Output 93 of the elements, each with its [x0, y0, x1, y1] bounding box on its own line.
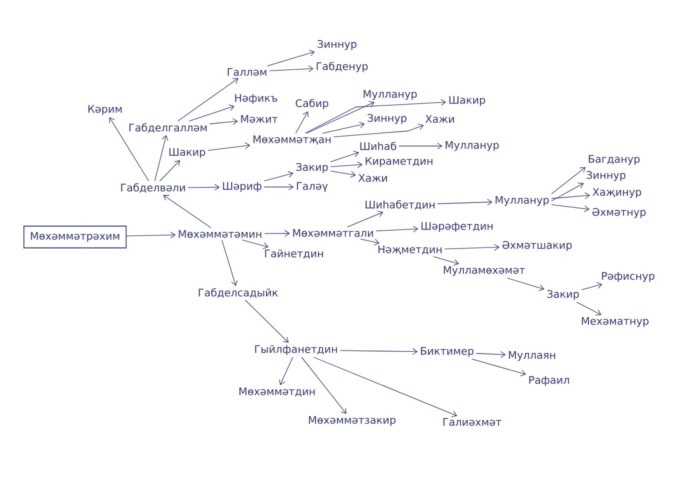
person-name: Хажи [425, 115, 454, 123]
person-name: Нәфикъ [235, 94, 278, 104]
arrow [437, 198, 492, 206]
person-name: Биктимер [420, 347, 474, 357]
arrow [163, 194, 212, 228]
person-name: Хажи [358, 174, 387, 182]
arrow [551, 192, 590, 199]
person-name: Мәжит [241, 115, 278, 123]
arrow [301, 356, 346, 414]
arrow [551, 204, 590, 212]
person-name: Рәфиснур [602, 272, 654, 282]
arrow [269, 65, 314, 72]
person-name: Зиннур [368, 114, 406, 124]
person-name: Мулланур [496, 196, 549, 206]
person-name: Шәриф [223, 182, 262, 192]
person-name: Шәрәфетдин [422, 222, 493, 232]
person-name: Рафаил [529, 376, 569, 386]
arrow [222, 240, 238, 286]
person-name: Кираметдин [366, 157, 432, 167]
person-name: Багданур [588, 155, 640, 165]
person-name: Кәрим [88, 105, 122, 115]
person-name: Муллаян [508, 351, 556, 361]
person-name: Әхмәтнур [592, 208, 646, 218]
arrow [330, 150, 360, 162]
person-name: Галиәхмәт [443, 418, 502, 426]
arrow [398, 142, 442, 150]
arrow [551, 167, 586, 194]
arrow [576, 302, 602, 316]
arrow [360, 238, 380, 246]
arrow [264, 230, 290, 237]
person-name: Шакир [449, 96, 486, 106]
arrow [507, 278, 544, 292]
arrow [295, 111, 308, 134]
arrow [208, 142, 250, 151]
person-name: Мөхәммәтҗан [254, 135, 331, 145]
arrow [264, 171, 294, 182]
arrow [340, 348, 418, 355]
arrow [244, 300, 289, 343]
arrow [330, 170, 356, 178]
arrow [330, 162, 363, 168]
person-name: Мулланур [446, 141, 499, 151]
person-name: Мөхәммәтзакир [309, 416, 396, 426]
person-name: Әхмәтшакир [502, 241, 572, 251]
person-name: Шиһабетдин [366, 200, 434, 210]
person-name: Шакир [169, 148, 206, 158]
person-name: Гайнетдин [265, 249, 323, 259]
arrow [433, 256, 460, 266]
person-name: Галләм [228, 68, 266, 76]
person-name: Мулламөхәмәт [444, 266, 525, 276]
person-name: Мөхәммәтдин [239, 387, 315, 397]
arrow [279, 356, 294, 386]
person-name: Нәҗметдин [378, 245, 442, 255]
arrow [264, 184, 294, 190]
arrow [444, 244, 500, 251]
arrow [266, 50, 315, 66]
arrow [188, 184, 220, 191]
arrow [472, 358, 526, 376]
arrow [376, 226, 418, 232]
arrow [476, 351, 506, 358]
person-name: Сабир [296, 98, 328, 110]
arrow [159, 160, 180, 182]
person-name: Мехәматнур [582, 317, 648, 327]
arrow [304, 99, 446, 134]
arrow [581, 282, 602, 290]
arrow [347, 210, 384, 228]
person-name: Закир [296, 163, 328, 173]
person-name: Габделвәли [121, 183, 185, 193]
arrow [322, 122, 365, 134]
arrow [126, 232, 176, 238]
person-name: Зиннур [586, 171, 626, 181]
person-name: Габделсадыйк [198, 288, 278, 298]
person-name: Зиннур [318, 40, 356, 50]
person-box: Мөхәммәтрәхим [23, 226, 127, 248]
arrow [178, 78, 238, 122]
person-name: Гыйлфанетдин [255, 344, 337, 356]
person-name: Мөхәммәтәмин [178, 230, 262, 238]
person-name: Галәү [296, 182, 328, 192]
person-name: Хаҗинур [592, 188, 642, 198]
person-name: Мулланур [364, 90, 417, 100]
person-name: Габделгалләм [129, 123, 207, 133]
arrow [154, 134, 168, 182]
person-name: Мөхәммәтгали [293, 229, 373, 237]
arrow [209, 118, 238, 125]
arrow [333, 124, 424, 138]
arrow [551, 182, 584, 202]
person-name: Габденур [316, 62, 368, 72]
arrow [306, 101, 375, 134]
arrow [109, 117, 150, 182]
person-name: Закир [547, 290, 579, 300]
person-name: Шиһаб [360, 142, 396, 150]
arrow [242, 240, 269, 249]
arrow [313, 356, 458, 418]
arrow [188, 104, 234, 122]
